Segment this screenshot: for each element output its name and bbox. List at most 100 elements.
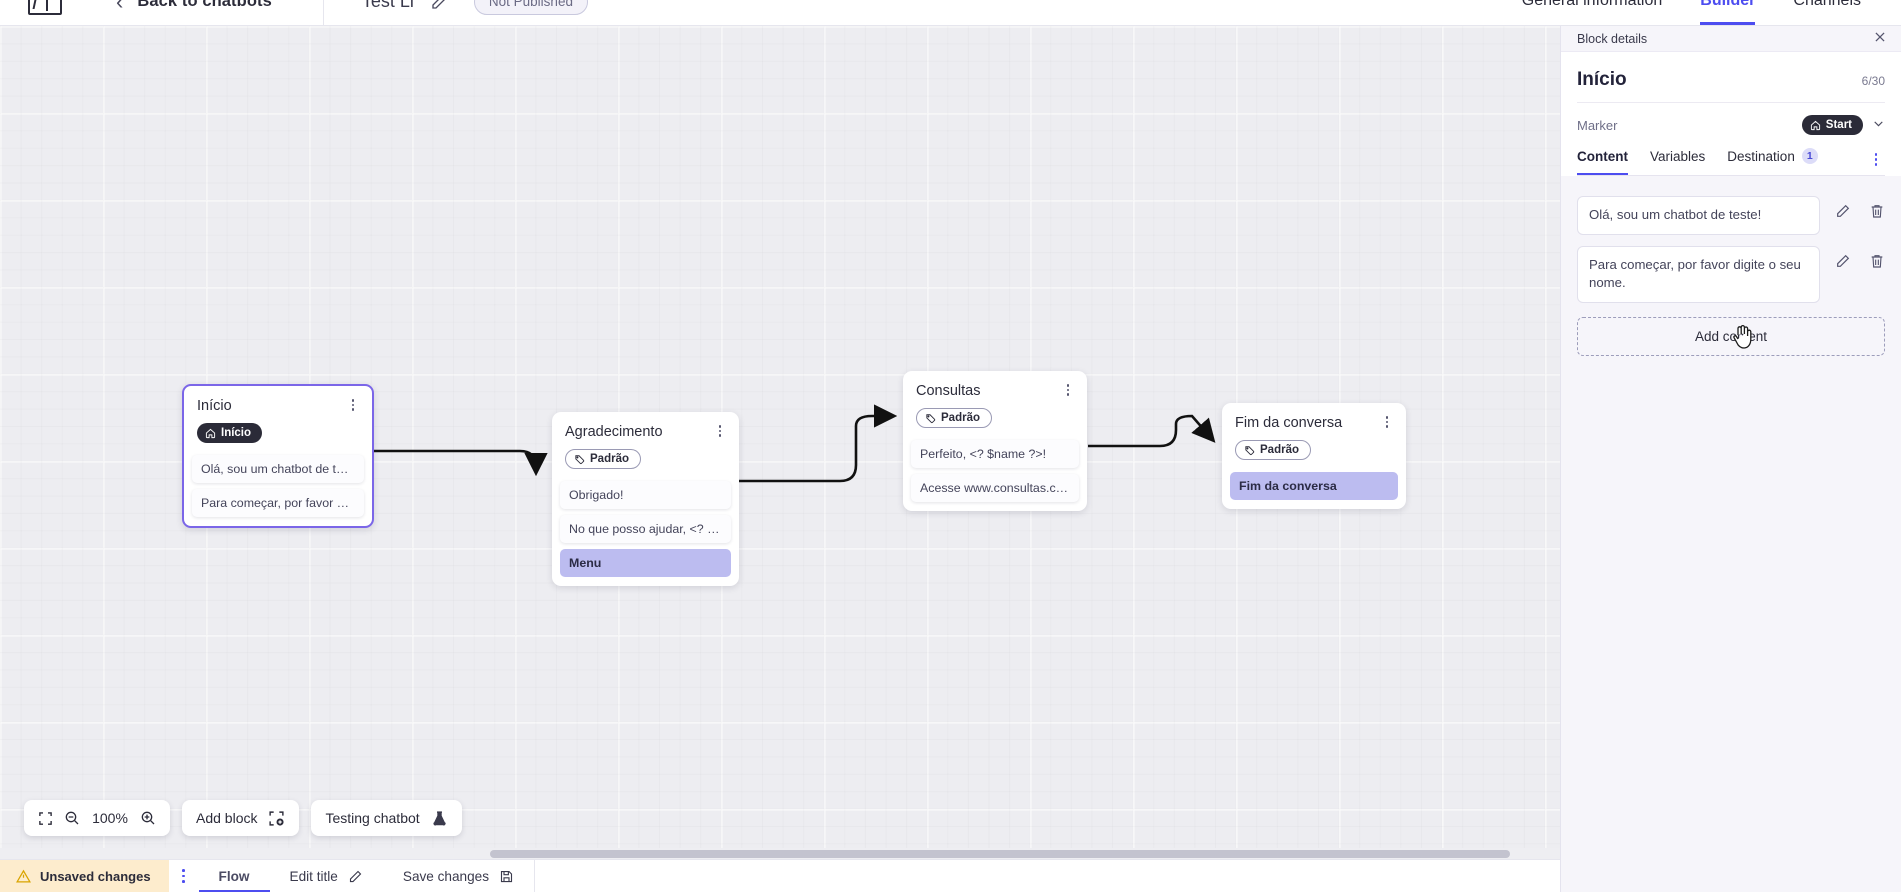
block-message[interactable]: No que posso ajudar, <? $name ... (560, 514, 731, 543)
bot-title: Test Li (361, 0, 414, 11)
panel-tab-destination[interactable]: Destination 1 (1727, 148, 1818, 175)
block-message[interactable]: Olá, sou um chatbot de teste! (192, 454, 364, 483)
panel-tab-label: Content (1577, 149, 1628, 164)
block-message[interactable]: Perfeito, <? $name ?>! (911, 439, 1079, 468)
scrollbar-thumb[interactable] (490, 850, 1510, 858)
tab-builder[interactable]: Builder (1700, 0, 1756, 25)
tab-channels[interactable]: Channels (1793, 0, 1861, 9)
tag-icon (926, 413, 936, 423)
zoom-level-value: 100% (92, 810, 128, 826)
back-to-chatbots-link[interactable]: Back to chatbots (137, 0, 272, 10)
panel-overflow-menu-button[interactable] (1869, 152, 1883, 167)
block-message[interactable]: Para começar, por favor digite o ... (192, 488, 364, 517)
tab-general-information[interactable]: General information (1521, 0, 1663, 9)
flow-block-inicio[interactable]: Início Início Olá, sou um chatbot de tes… (182, 384, 374, 528)
destination-count-badge: 1 (1801, 148, 1818, 164)
block-details-panel: Block details Início 6/30 Marker Start (1560, 26, 1901, 892)
block-header: Consultas Padrão (903, 371, 1087, 429)
panel-title: Início (1577, 69, 1627, 90)
block-title: Início (197, 398, 232, 414)
bottom-save-changes-button[interactable]: Save changes (383, 860, 534, 892)
edit-title-label: Edit title (289, 868, 338, 884)
flow-block-agradecimento[interactable]: Agradecimento Padrão Obrigado! No que po… (552, 412, 739, 586)
block-tag-default: Padrão (565, 449, 641, 469)
fit-screen-icon[interactable] (38, 811, 53, 826)
tag-icon (575, 454, 585, 464)
content-item-row: Para começar, por favor digite o seu nom… (1577, 245, 1885, 304)
panel-tab-bar: Content Variables Destination 1 (1577, 146, 1885, 176)
panel-tab-label: Variables (1650, 149, 1706, 164)
block-menu-button[interactable] (713, 423, 727, 439)
block-message-list: Perfeito, <? $name ?>! Acesse www.consul… (903, 439, 1087, 502)
add-block-label: Add block (196, 810, 258, 826)
add-block-icon (268, 810, 285, 827)
panel-tab-content[interactable]: Content (1577, 149, 1628, 175)
marker-value-badge[interactable]: Start (1801, 115, 1863, 135)
home-icon (205, 428, 216, 438)
block-message-highlight[interactable]: Menu (560, 548, 731, 577)
block-title: Fim da conversa (1235, 415, 1343, 431)
publish-status-badge: Not Published (473, 0, 588, 15)
save-disk-icon (499, 869, 514, 884)
block-tag-label: Início (221, 427, 252, 439)
flow-block-consultas[interactable]: Consultas Padrão Perfeito, <? $name ?>! … (903, 371, 1087, 511)
testing-chatbot-button[interactable]: Testing chatbot (311, 800, 462, 836)
panel-header-bar: Block details (1561, 26, 1901, 52)
block-header: Fim da conversa Padrão (1222, 403, 1406, 461)
chevron-down-icon[interactable] (1872, 117, 1885, 133)
panel-tab-variables[interactable]: Variables (1650, 149, 1705, 175)
block-menu-button[interactable] (346, 397, 360, 413)
bottom-bar-menu-button[interactable] (169, 860, 199, 892)
block-message-list: Fim da conversa (1222, 471, 1406, 500)
chevron-left-icon[interactable]: ‹ (116, 0, 124, 14)
content-text[interactable]: Para começar, por favor digite o seu nom… (1577, 245, 1820, 304)
marker-control[interactable]: Start (1801, 115, 1885, 135)
edit-title-pencil-icon[interactable] (430, 0, 448, 11)
unsaved-changes-indicator: Unsaved changes (0, 860, 169, 892)
block-header: Início Início (184, 386, 372, 444)
bottom-edit-title-button[interactable]: Edit title (270, 860, 383, 892)
edit-pencil-icon[interactable] (1835, 203, 1851, 219)
zoom-in-icon[interactable] (140, 810, 156, 826)
block-message-list: Obrigado! No que posso ajudar, <? $name … (552, 480, 739, 577)
block-tag-label: Padrão (941, 412, 980, 424)
add-content-button[interactable]: Add content (1577, 317, 1885, 357)
panel-bar-title: Block details (1577, 31, 1648, 46)
panel-body: Início 6/30 Marker Start Content Variabl… (1561, 52, 1901, 176)
flow-canvas[interactable]: Início Início Olá, sou um chatbot de tes… (0, 26, 1560, 859)
edit-title-pencil-icon (348, 869, 363, 884)
block-tag-label: Padrão (590, 453, 629, 465)
block-tag-start: Início (197, 423, 263, 443)
zoom-controls: 100% (24, 800, 170, 836)
delete-trash-icon[interactable] (1869, 203, 1885, 219)
marker-row: Marker Start (1577, 103, 1885, 146)
bottom-bar-divider (534, 860, 536, 892)
delete-trash-icon[interactable] (1869, 253, 1885, 269)
block-message-highlight[interactable]: Fim da conversa (1230, 471, 1398, 500)
block-message[interactable]: Obrigado! (560, 480, 731, 509)
close-icon[interactable] (1873, 30, 1887, 48)
edit-pencil-icon[interactable] (1835, 253, 1851, 269)
block-title: Consultas (916, 383, 981, 399)
horizontal-scrollbar[interactable] (0, 848, 1560, 859)
unsaved-changes-label: Unsaved changes (40, 868, 151, 884)
add-block-button[interactable]: Add block (182, 800, 300, 836)
block-tag-default: Padrão (1235, 440, 1311, 460)
panel-content-list: Olá, sou um chatbot de teste! Para começ… (1561, 176, 1901, 304)
block-menu-button[interactable] (1380, 414, 1394, 430)
top-header: ‹ Back to chatbots Test Li Not Published… (0, 0, 1901, 26)
flow-block-fim-da-conversa[interactable]: Fim da conversa Padrão Fim da conversa (1222, 403, 1406, 509)
block-menu-button[interactable] (1061, 382, 1075, 398)
block-message[interactable]: Acesse www.consultas.com par... (911, 473, 1079, 502)
zoom-out-icon[interactable] (64, 810, 80, 826)
panel-tab-label: Destination (1727, 148, 1795, 164)
content-text[interactable]: Olá, sou um chatbot de teste! (1577, 196, 1820, 235)
content-row-actions (1820, 246, 1885, 269)
marker-label: Marker (1577, 117, 1618, 133)
block-tag-default: Padrão (916, 408, 992, 428)
block-title: Agradecimento (565, 424, 663, 440)
bottom-tab-flow[interactable]: Flow (198, 860, 270, 892)
flask-icon (431, 810, 448, 827)
bottom-bar: Unsaved changes Flow Edit title Save cha… (0, 859, 1560, 892)
save-changes-label: Save changes (402, 868, 490, 884)
